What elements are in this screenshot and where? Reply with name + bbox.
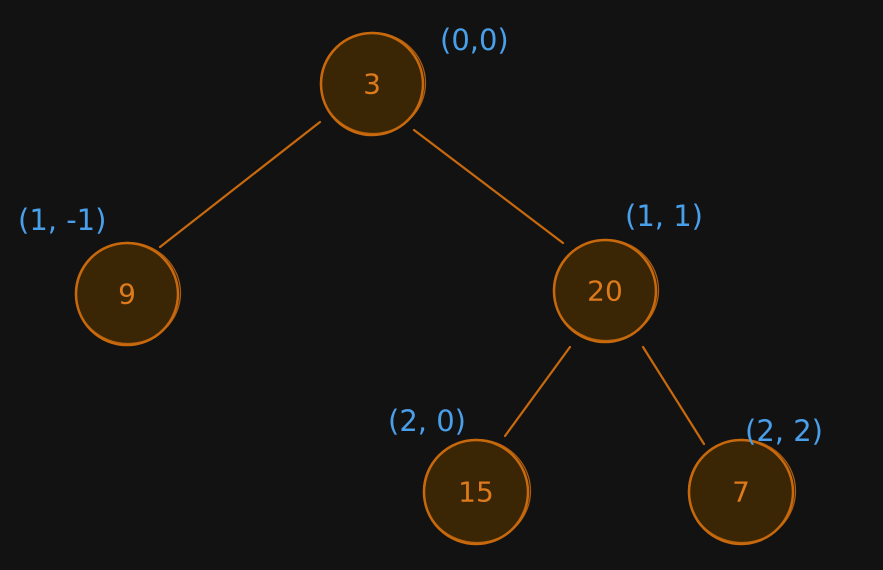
tree-node-right: 20 bbox=[552, 238, 660, 344]
node-value: 15 bbox=[458, 476, 494, 509]
node-value: 20 bbox=[587, 275, 623, 308]
node-circle-sketch-outline bbox=[687, 438, 797, 544]
node-circle-sketch-outline bbox=[422, 438, 532, 544]
node-value: 9 bbox=[118, 278, 136, 311]
nodes-layer: 3 9 20 15 7 bbox=[74, 31, 797, 546]
node-circle-sketch-outline bbox=[74, 241, 182, 345]
node-value: 3 bbox=[363, 68, 381, 101]
edge-right-to-right-right bbox=[641, 345, 706, 446]
node-circle-sketch-outline bbox=[319, 31, 427, 135]
coord-label-right-left: (2, 0) bbox=[388, 404, 466, 438]
coordinate-labels-layer: (0,0) (1, -1) (1, 1) (2, 0) (2, 2) bbox=[18, 23, 823, 448]
tree-node-right-left: 15 bbox=[422, 438, 532, 546]
node-circle-sketch-outline bbox=[552, 238, 660, 342]
edge-right-to-right-left bbox=[503, 345, 572, 438]
edges-layer bbox=[158, 120, 706, 446]
coord-label-root: (0,0) bbox=[440, 23, 509, 57]
coord-label-right-right: (2, 2) bbox=[745, 414, 823, 448]
tree-node-root: 3 bbox=[319, 31, 427, 137]
edge-root-to-right bbox=[412, 128, 565, 245]
node-value: 7 bbox=[732, 476, 750, 509]
tree-node-left: 9 bbox=[74, 241, 182, 347]
coord-label-left: (1, -1) bbox=[18, 203, 106, 237]
coord-label-right: (1, 1) bbox=[625, 199, 703, 233]
edge-root-to-left bbox=[158, 120, 322, 249]
tree-node-right-right: 7 bbox=[687, 438, 797, 546]
